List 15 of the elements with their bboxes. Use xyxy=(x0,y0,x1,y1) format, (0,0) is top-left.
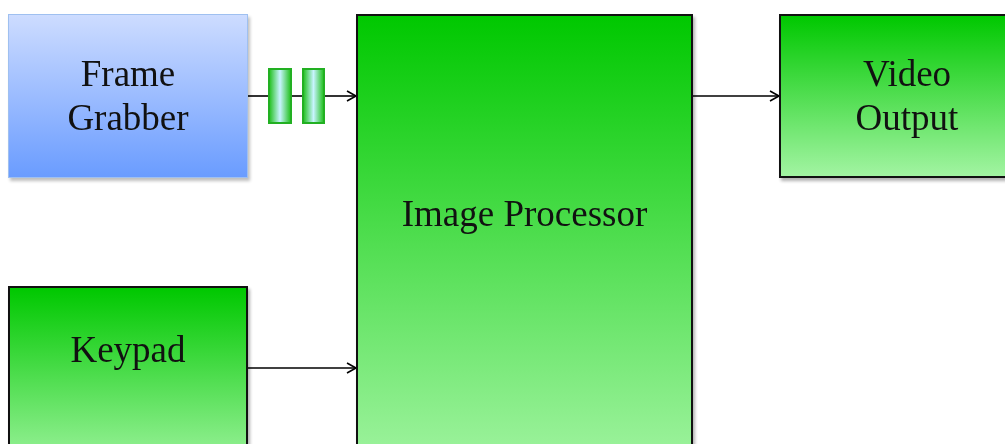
arrow xyxy=(324,90,357,102)
process-box xyxy=(8,286,248,444)
connector-line xyxy=(291,95,303,97)
process-box xyxy=(356,14,693,444)
arrow xyxy=(692,90,780,102)
node-label: Frame Grabber xyxy=(66,51,190,140)
node-label: Keypad xyxy=(69,327,187,372)
buffer-bar xyxy=(268,68,292,124)
process-box xyxy=(779,14,1005,178)
node-label: Video Output xyxy=(854,51,960,140)
node-label: Image Processor xyxy=(400,191,649,236)
process-box xyxy=(8,14,248,178)
arrow xyxy=(247,362,357,374)
connector-line xyxy=(247,95,269,97)
buffer-bar xyxy=(302,68,325,124)
